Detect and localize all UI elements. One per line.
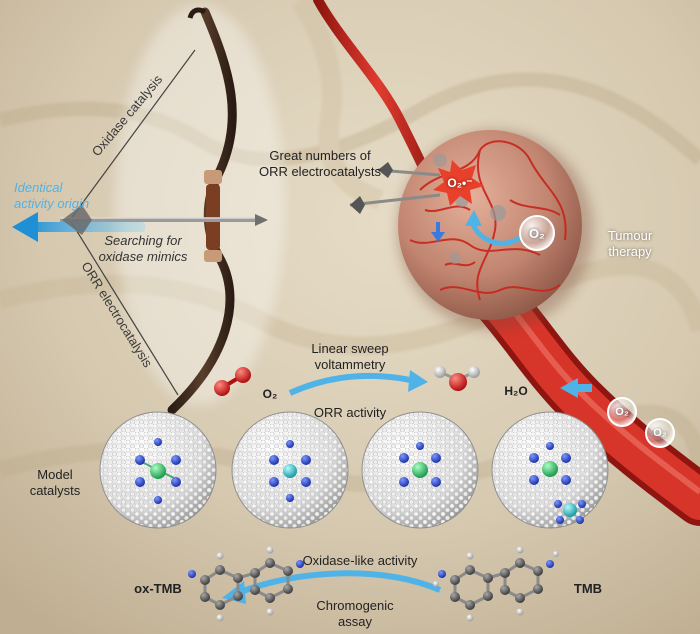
label-tumour-2: therapy bbox=[608, 244, 652, 259]
label-tumour-1: Tumour bbox=[607, 228, 653, 243]
label-chromogenic-2: assay bbox=[338, 614, 372, 629]
label-lsv-2: voltammetry bbox=[314, 357, 386, 372]
vessel-o2-bubble-b bbox=[645, 418, 675, 448]
label-o2-reactant: O₂ bbox=[262, 387, 278, 401]
label-identical-origin-1: Identical bbox=[14, 180, 63, 195]
label-searching-1: Searching for bbox=[104, 233, 182, 248]
label-model-1: Model bbox=[37, 467, 73, 482]
label-tmb: TMB bbox=[573, 581, 603, 596]
bow-string-upper bbox=[69, 49, 196, 221]
fullerene-catalyst-icon bbox=[231, 411, 349, 529]
label-chromogenic-1: Chromogenic bbox=[316, 598, 394, 613]
label-ox-tmb: ox-TMB bbox=[134, 581, 182, 596]
label-o2-bubble: O₂ bbox=[529, 226, 545, 241]
label-vessel-o2-b: O₂ bbox=[653, 427, 667, 439]
molecule-icon bbox=[188, 546, 304, 622]
label-superoxide: O₂•⁻ bbox=[447, 176, 473, 190]
superoxide-burst bbox=[433, 160, 484, 206]
arrow-icon bbox=[12, 205, 268, 242]
vessel-o2-bubble-a bbox=[607, 397, 637, 427]
label-orr-activity: ORR activity bbox=[313, 405, 387, 420]
fullerene-catalyst-icon bbox=[99, 411, 217, 529]
o2-molecule-icon bbox=[214, 367, 251, 396]
label-h2o-product: H₂O bbox=[504, 384, 528, 398]
label-lsv-1: Linear sweep bbox=[311, 341, 389, 356]
label-oxidase-like: Oxidase-like activity bbox=[302, 553, 418, 568]
label-great-numbers-1: Great numbers of bbox=[269, 148, 371, 163]
label-vessel-o2-a: O₂ bbox=[615, 406, 629, 418]
label-great-numbers-2: ORR electrocatalysts bbox=[258, 164, 382, 179]
h2o-molecule-icon bbox=[434, 366, 480, 391]
label-identical-origin-2: activity origin bbox=[14, 196, 90, 211]
fullerene-catalyst-icon bbox=[491, 411, 609, 529]
bow-string-lower bbox=[69, 219, 179, 396]
bow-icon bbox=[69, 5, 285, 415]
lsv-arrow bbox=[288, 372, 411, 396]
chromogenic-arrow bbox=[238, 570, 442, 595]
label-model-2: catalysts bbox=[29, 483, 81, 498]
molecule-icon bbox=[433, 546, 559, 622]
tumour-icon bbox=[349, 130, 593, 330]
label-searching-2: oxidase mimics bbox=[98, 249, 188, 264]
fullerene-catalyst-icon bbox=[361, 411, 479, 529]
